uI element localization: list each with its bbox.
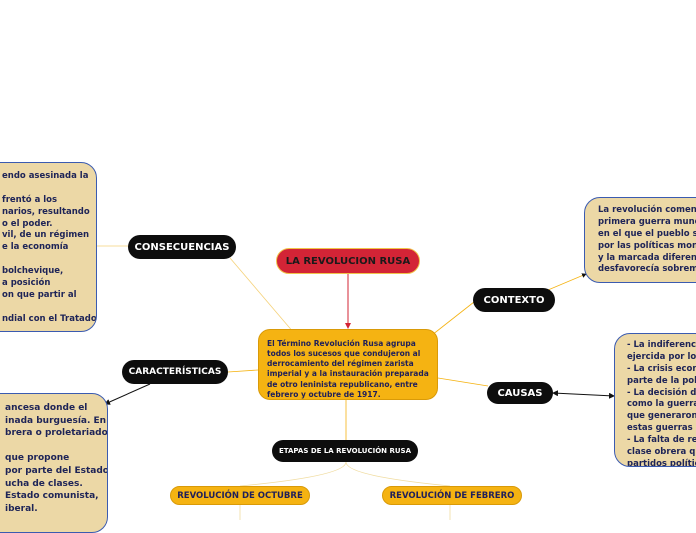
note-line: estas guerras ag (627, 423, 696, 434)
note-line: ancesa donde el (5, 403, 88, 413)
link-center-causas (437, 377, 489, 387)
note-line: por las políticas moná (598, 240, 696, 251)
link-caracteristicas-note (104, 383, 151, 405)
topic-etapas[interactable]: ETAPAS DE LA REVOLUCIÓN RUSA (272, 440, 418, 462)
note-line: bolchevique, (2, 266, 64, 277)
note-line: narios, resultando (2, 206, 90, 217)
main-title[interactable]: LA REVOLUCION RUSA (276, 248, 420, 274)
note-line: por parte del Estado. (5, 465, 108, 476)
note-line (2, 254, 90, 266)
note-line: endo asesinada la (2, 171, 89, 181)
central-description-text: El Término Revolución Rusa agrupa todos … (267, 339, 429, 399)
note-line: o el poder. (2, 218, 53, 229)
central-description[interactable]: El Término Revolución Rusa agrupa todos … (258, 329, 438, 400)
note-line: ndial con el Tratado (2, 313, 97, 324)
topic-causas-label: CAUSAS (497, 387, 543, 399)
topic-caracteristicas[interactable]: CARACTERÍSTICAS (122, 360, 228, 384)
link-contexto-note (547, 273, 587, 291)
note-caracteristicas: ancesa donde el inada burguesía. En brera … (0, 393, 108, 533)
note-line: inada burguesía. En (5, 415, 107, 426)
stage-octubre-label: REVOLUCIÓN DE OCTUBRE (177, 490, 303, 501)
note-line (2, 183, 90, 195)
link-center-contexto (431, 301, 475, 336)
note-line: brera o proletariado (5, 428, 108, 439)
note-line: que generaron u (627, 411, 696, 422)
topic-etapas-label: ETAPAS DE LA REVOLUCIÓN RUSA (279, 447, 411, 455)
link-center-caracteristicas (227, 369, 259, 373)
topic-causas[interactable]: CAUSAS (487, 382, 553, 404)
topic-consecuencias-label: CONSECUENCIAS (134, 241, 230, 253)
note-line: - La crisis económ (627, 363, 696, 374)
note-line: iberal. (5, 503, 38, 514)
link-etapas-stages (239, 461, 451, 487)
topic-consecuencias[interactable]: CONSECUENCIAS (128, 235, 236, 259)
note-line: ejercida por los (627, 351, 696, 362)
note-line: parte de la pobla (627, 375, 696, 386)
note-line: ucha de clases. (5, 478, 83, 489)
note-line (2, 302, 90, 314)
note-line: e la economía (2, 242, 69, 253)
note-causas: - La indiferenciaejercida por los- La cr… (614, 333, 696, 467)
note-causas-text: - La indiferenciaejercida por los- La cr… (627, 340, 696, 467)
topic-caracteristicas-label: CARACTERÍSTICAS (128, 367, 222, 377)
note-caracteristicas-text: ancesa donde el inada burguesía. En brera … (5, 402, 108, 515)
note-line: - La falta de repr (627, 435, 696, 446)
note-line: - La decisión del (627, 387, 696, 398)
note-line: primera guerra mund (598, 216, 696, 227)
note-line: frentó a los (2, 194, 58, 205)
connector-lines (96, 245, 615, 520)
note-line: desfavorecía sobrema (598, 264, 696, 275)
stage-febrero-label: REVOLUCIÓN DE FEBRERO (389, 490, 515, 501)
note-line: a posición (2, 278, 51, 289)
note-line: como la guerra (627, 399, 696, 410)
note-line: y la marcada diferenc (598, 252, 696, 263)
note-line: clase obrera que (627, 447, 696, 458)
note-line: La revolución comenz (598, 205, 696, 215)
note-line: - La indiferencia (627, 340, 696, 350)
link-causas-note (552, 390, 615, 399)
topic-contexto-label: CONTEXTO (483, 294, 545, 306)
note-line: on que partir al (2, 289, 77, 300)
topic-contexto[interactable]: CONTEXTO (473, 288, 555, 312)
main-title-label: LA REVOLUCION RUSA (285, 255, 411, 267)
note-line: vil, de un régimen (2, 230, 90, 241)
note-line: Estado comunista, (5, 491, 99, 502)
note-line (5, 440, 101, 453)
note-line: en el que el pueblo se (598, 228, 696, 239)
note-line: partidos político (627, 458, 696, 467)
stage-febrero[interactable]: REVOLUCIÓN DE FEBRERO (382, 486, 522, 505)
stage-octubre[interactable]: REVOLUCIÓN DE OCTUBRE (170, 486, 310, 505)
note-line: que propone (5, 453, 70, 464)
link-center-consecuencias (229, 257, 301, 341)
